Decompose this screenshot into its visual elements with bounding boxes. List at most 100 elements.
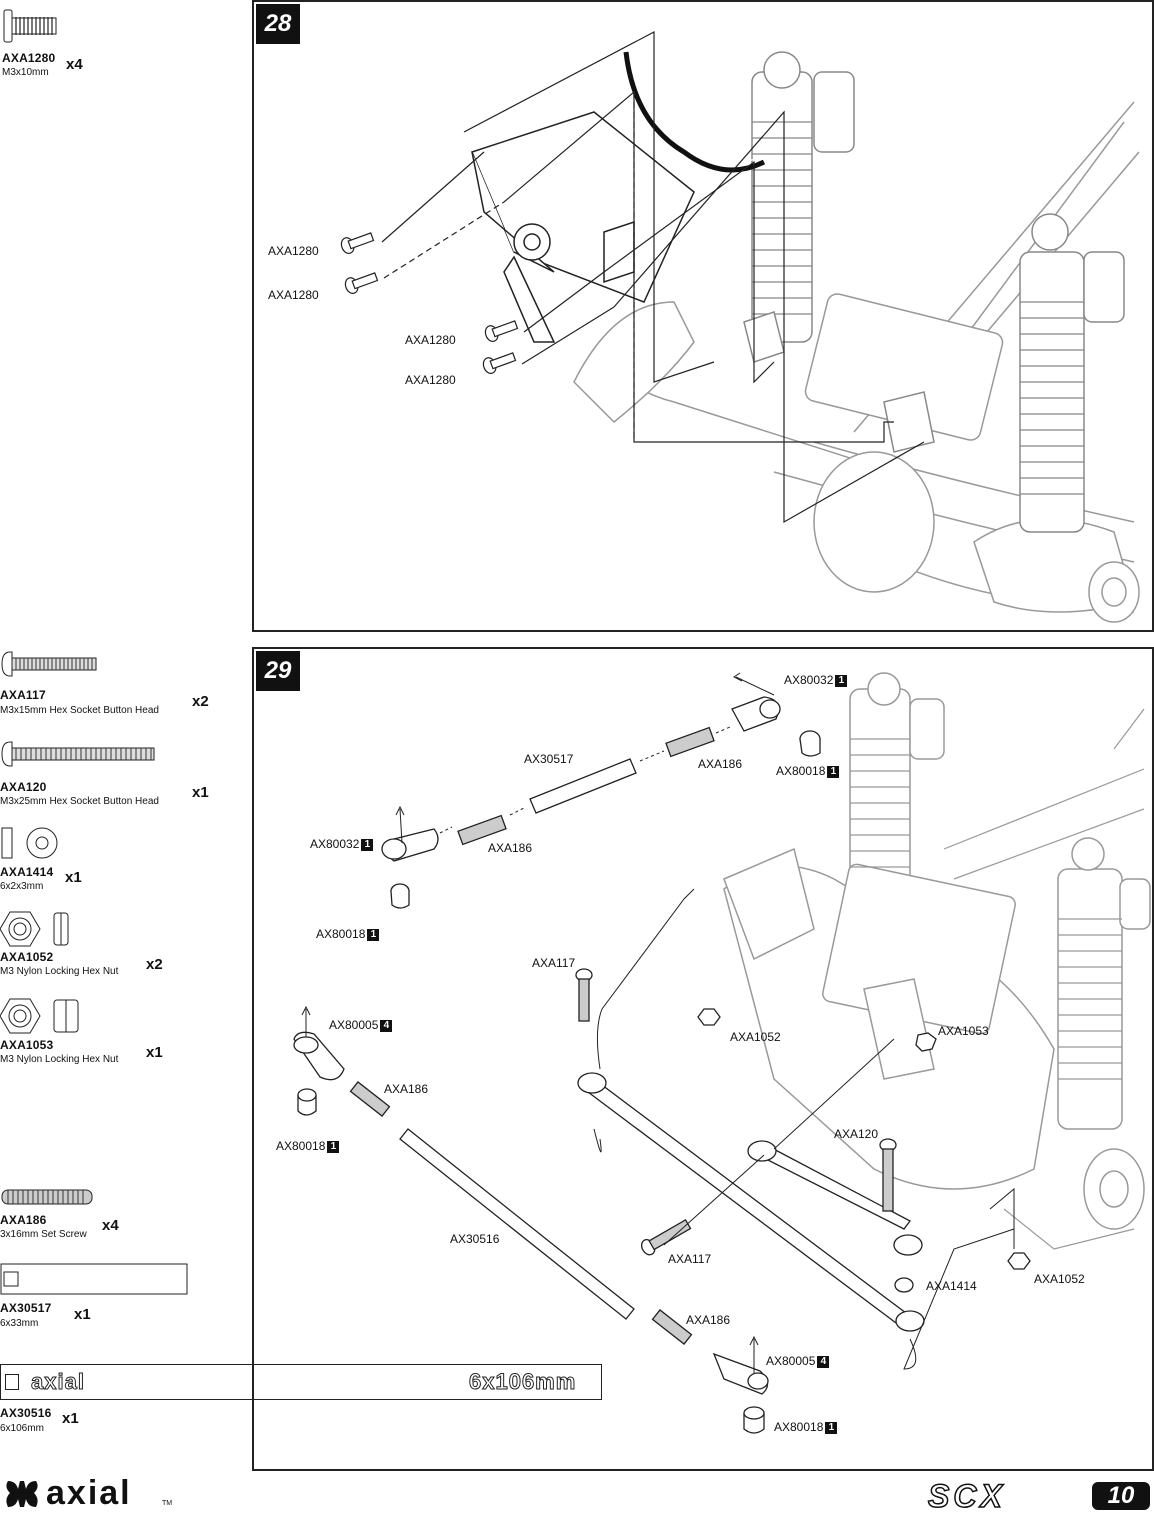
callout-text: AXA120 bbox=[834, 1127, 879, 1141]
washer-icon bbox=[1, 827, 58, 859]
button-head-screw-long-icon bbox=[1, 741, 155, 767]
callout-badge: 1 bbox=[827, 766, 840, 778]
part-desc: 6x106mm bbox=[0, 1423, 44, 1434]
callout-label: AX30516 bbox=[450, 1232, 499, 1246]
part-code: AXA1280 bbox=[2, 51, 56, 65]
callout-label: AXA1280 bbox=[268, 244, 319, 258]
link-brand-print: axial bbox=[31, 1369, 85, 1395]
part-code: AXA186 bbox=[0, 1213, 47, 1227]
callout-text: AX80018 bbox=[316, 927, 366, 941]
footer-brand: axial bbox=[46, 1474, 132, 1512]
callout-label: AXA186 bbox=[698, 757, 742, 771]
callout-badge: 4 bbox=[817, 1356, 830, 1368]
step-number: 29 bbox=[256, 651, 300, 691]
part-qty: x1 bbox=[192, 784, 209, 801]
callout-label: AXA186 bbox=[686, 1313, 730, 1327]
footer-trademark: TM bbox=[162, 1500, 173, 1507]
part-desc: M3 Nylon Locking Hex Nut bbox=[0, 1054, 119, 1065]
callout-text: AXA186 bbox=[488, 841, 533, 855]
footer-model: SCX bbox=[927, 1477, 1006, 1515]
part-qty: x4 bbox=[66, 56, 83, 73]
callout-badge: 4 bbox=[380, 1020, 393, 1032]
callout-text: AXA186 bbox=[686, 1313, 731, 1327]
callout-text: AXA186 bbox=[698, 757, 743, 771]
part-qty: x1 bbox=[146, 1044, 163, 1061]
step-28-panel: 28 AXA1280 AXA1280 AXA1280 AXA1280 bbox=[252, 0, 1154, 632]
set-screw-icon bbox=[1, 1189, 93, 1205]
callout-text: AX80018 bbox=[276, 1139, 326, 1153]
part-qty: x1 bbox=[74, 1306, 91, 1323]
callout-label: AXA1414 bbox=[926, 1279, 977, 1293]
callout-text: AX80018 bbox=[776, 764, 826, 778]
callout-text: AXA1052 bbox=[730, 1030, 781, 1044]
callout-badge: 1 bbox=[835, 675, 848, 687]
callout-text: AX80005 bbox=[766, 1354, 816, 1368]
part-desc: M3x10mm bbox=[2, 67, 49, 78]
callout-text: AX30517 bbox=[524, 752, 574, 766]
callout-text: AX80018 bbox=[774, 1420, 824, 1434]
button-head-screw-icon bbox=[1, 651, 97, 677]
part-code: AXA117 bbox=[0, 688, 46, 702]
part-qty: x1 bbox=[62, 1410, 79, 1427]
callout-label: AXA1053 bbox=[938, 1024, 989, 1038]
part-desc: 3x16mm Set Screw bbox=[0, 1229, 87, 1240]
callout-label: AXA186 bbox=[384, 1082, 428, 1096]
callout-text: AX80032 bbox=[310, 837, 360, 851]
callout-badge: 1 bbox=[361, 839, 374, 851]
servo-install-diagram bbox=[340, 31, 1140, 623]
part-code: AXA1053 bbox=[0, 1038, 54, 1052]
part-qty: x2 bbox=[146, 956, 163, 973]
callout-label: AXA117 bbox=[668, 1252, 711, 1266]
link-size-print: 6x106mm bbox=[468, 1369, 577, 1395]
short-link-icon bbox=[0, 1263, 188, 1295]
callout-label: AX30517 bbox=[524, 752, 573, 766]
axial-logo-icon bbox=[6, 1481, 38, 1507]
long-link-icon: axial 6x106mm bbox=[0, 1364, 602, 1400]
callout-label: AXA117 bbox=[532, 956, 575, 970]
link-end-notch bbox=[5, 1374, 19, 1390]
part-code: AX30516 bbox=[0, 1406, 52, 1420]
part-code: AXA120 bbox=[0, 780, 47, 794]
part-desc: 6x33mm bbox=[0, 1318, 39, 1329]
callout-text: AX80005 bbox=[329, 1018, 379, 1032]
callout-text: AXA1414 bbox=[926, 1279, 977, 1293]
callout-label: AXA1280 bbox=[405, 373, 456, 387]
callout-label: AXA186 bbox=[488, 841, 532, 855]
part-desc: M3 Nylon Locking Hex Nut bbox=[0, 966, 119, 977]
part-qty: x1 bbox=[65, 869, 82, 886]
part-code: AX30517 bbox=[0, 1301, 52, 1315]
footer-model-number: 10 bbox=[1092, 1482, 1150, 1510]
hex-nut-icon bbox=[0, 998, 79, 1034]
step-number: 28 bbox=[256, 4, 300, 44]
screw-axa1280-icon bbox=[3, 9, 57, 43]
part-qty: x4 bbox=[102, 1217, 119, 1234]
part-desc: M3x15mm Hex Socket Button Head bbox=[0, 705, 159, 716]
callout-text: AXA1053 bbox=[938, 1024, 989, 1038]
callout-text: AXA186 bbox=[384, 1082, 429, 1096]
callout-badge: 1 bbox=[367, 929, 380, 941]
callout-text: AXA1052 bbox=[1034, 1272, 1085, 1286]
steering-link-diagram bbox=[293, 672, 1151, 1434]
part-desc: 6x2x3mm bbox=[0, 881, 44, 892]
part-code: AXA1052 bbox=[0, 950, 54, 964]
callout-text: AX30516 bbox=[450, 1232, 500, 1246]
callout-text: AXA117 bbox=[668, 1252, 712, 1266]
part-qty: x2 bbox=[192, 693, 209, 710]
part-desc: M3x25mm Hex Socket Button Head bbox=[0, 796, 159, 807]
callout-label: AXA1280 bbox=[268, 288, 319, 302]
part-code: AXA1414 bbox=[0, 865, 54, 879]
callout-badge: 1 bbox=[327, 1141, 340, 1153]
callout-label: AXA1052 bbox=[730, 1030, 781, 1044]
callout-text: AXA117 bbox=[532, 956, 576, 970]
callout-badge: 1 bbox=[825, 1422, 838, 1434]
hex-nut-icon bbox=[0, 911, 69, 947]
